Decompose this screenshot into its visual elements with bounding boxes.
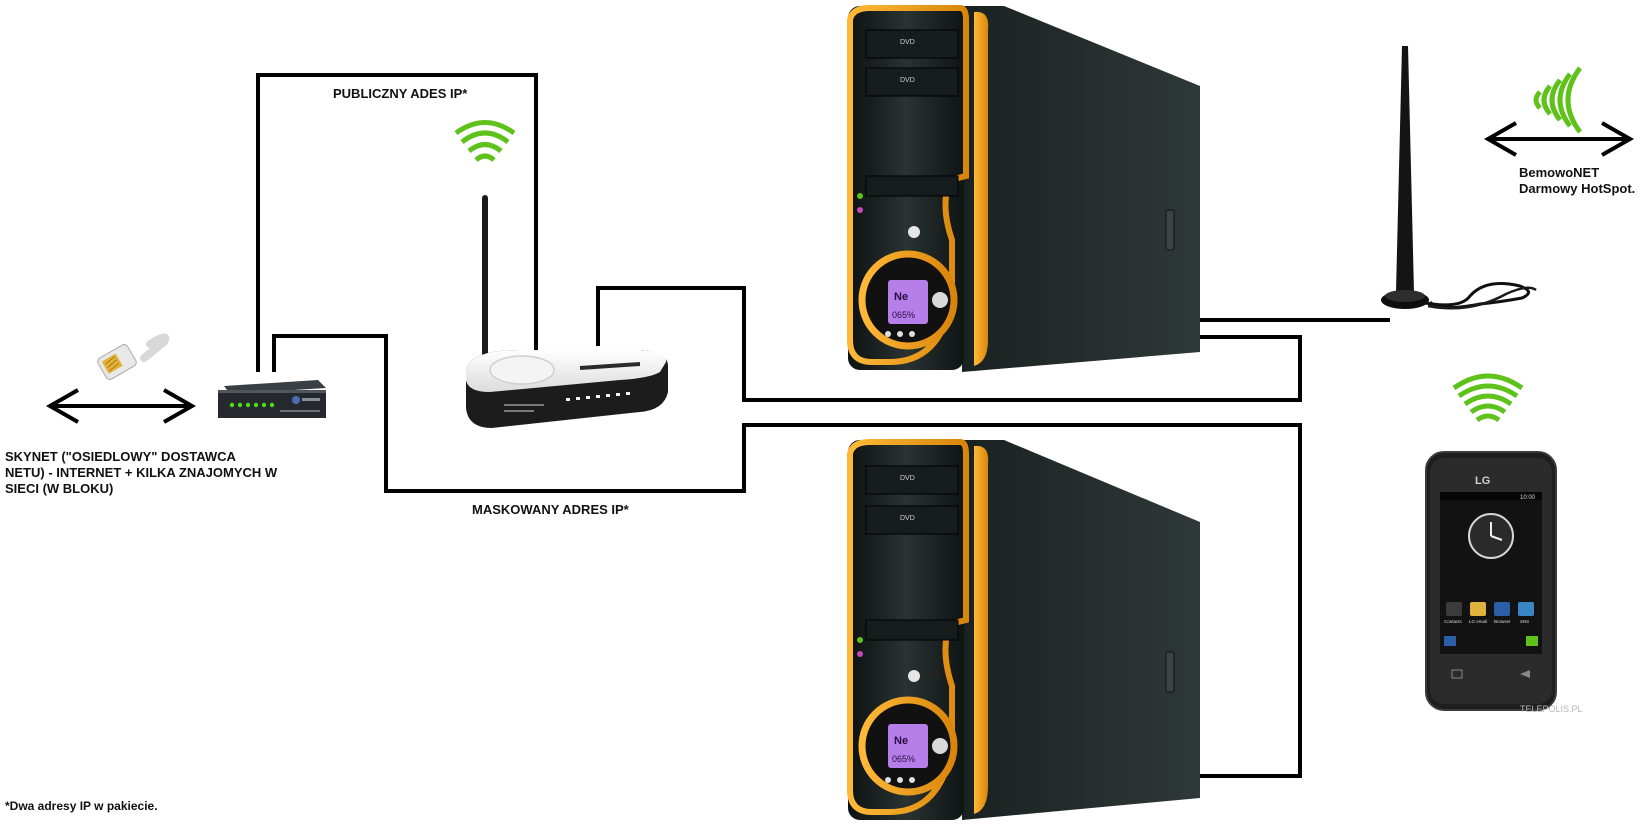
smartphone: LG 10:00 Contacts LG email Browser SNS T… [1425, 451, 1583, 714]
pc-tower-top: DVD DVD Ne 065% [847, 5, 1200, 372]
isp-label-line: NETU) - INTERNET + KILKA ZNAJOMYCH W [5, 465, 278, 480]
app-label: Contacts [1444, 619, 1463, 624]
isp-label: SKYNET ("OSIEDLOWY" DOSTAWCA NETU) - INT… [5, 449, 277, 497]
wifi-signal-icon [1452, 373, 1524, 423]
cable-public-ip [256, 73, 538, 372]
hotspot-label-line: Darmowy HotSpot. [1519, 181, 1636, 196]
external-antenna [1381, 46, 1537, 310]
app-label: LG email [1469, 619, 1487, 624]
isp-label-line: SKYNET ("OSIEDLOWY" DOSTAWCA [5, 449, 236, 464]
public-ip-label: PUBLICZNY ADES IP* [333, 86, 468, 101]
isp-label-line: SIECI (W BLOKU) [5, 481, 114, 496]
phone-brand: LG [1475, 475, 1490, 487]
cable-masked-ip [272, 334, 1302, 778]
drive-label: DVD [900, 39, 915, 46]
ethernet-plug-icon [97, 333, 170, 380]
wifi-signal-icon [1533, 66, 1583, 134]
footnote: *Dwa adresy IP w pakiecie. [5, 799, 158, 813]
drive-label: DVD [900, 475, 915, 482]
watermark: TELEPOLIS.PL [1520, 704, 1583, 714]
drive-label: DVD [900, 77, 915, 84]
modem-device [218, 380, 326, 418]
app-label: SNS [1520, 619, 1529, 624]
masked-ip-label: MASKOWANY ADRES IP* [472, 502, 629, 517]
pc-display-line1: Ne [894, 291, 908, 303]
pc-display-line2: 065% [892, 754, 915, 764]
double-arrow-left [45, 388, 197, 424]
wifi-signal-icon [454, 120, 516, 162]
wireless-router [466, 195, 668, 428]
app-label: Browser [1494, 619, 1511, 624]
hotspot-label-line: BemowoNET [1519, 165, 1600, 180]
hotspot-label: BemowoNET Darmowy HotSpot. [1519, 165, 1635, 197]
pc-display-line2: 065% [892, 310, 915, 320]
pc-display-line1: Ne [894, 735, 908, 747]
double-arrow-right [1483, 121, 1635, 157]
cable-router-to-pc [596, 286, 1302, 402]
drive-label: DVD [900, 515, 915, 522]
pc-tower-bottom: DVD DVD Ne 065% [847, 439, 1200, 820]
phone-clock: 10:00 [1520, 495, 1536, 501]
